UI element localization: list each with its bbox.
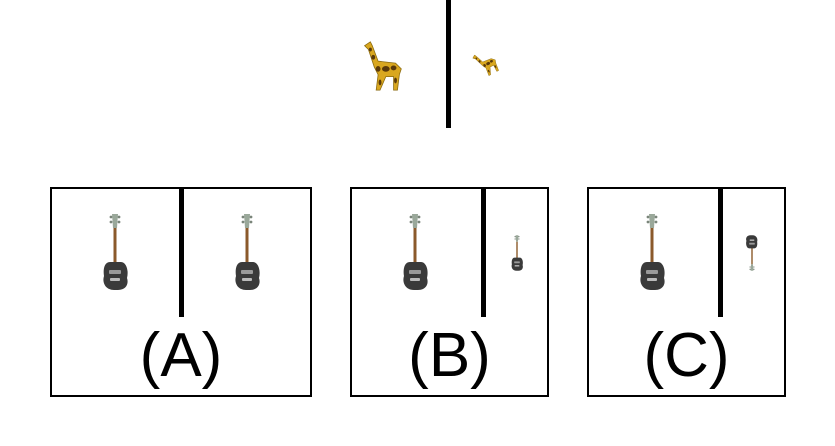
giraffe-icon: [466, 44, 503, 83]
bass-guitar-icon: [637, 211, 667, 293]
bass-guitar-icon: [232, 211, 262, 293]
option-c-divider: [718, 189, 723, 317]
bass-guitar-icon: [510, 233, 524, 273]
bass-guitar-icon: [745, 233, 759, 273]
option-c[interactable]: (C): [587, 187, 786, 397]
option-label: (A): [139, 321, 223, 390]
prompt-divider: [446, 0, 451, 128]
option-label: (C): [643, 321, 730, 390]
option-b-divider: [481, 189, 486, 317]
option-label: (B): [408, 321, 491, 390]
option-a[interactable]: (A): [50, 187, 312, 397]
bass-guitar-icon: [400, 211, 430, 293]
option-b[interactable]: (B): [350, 187, 549, 397]
bass-guitar-icon: [100, 211, 130, 293]
option-a-divider: [179, 189, 184, 317]
giraffe-icon: [352, 36, 410, 94]
